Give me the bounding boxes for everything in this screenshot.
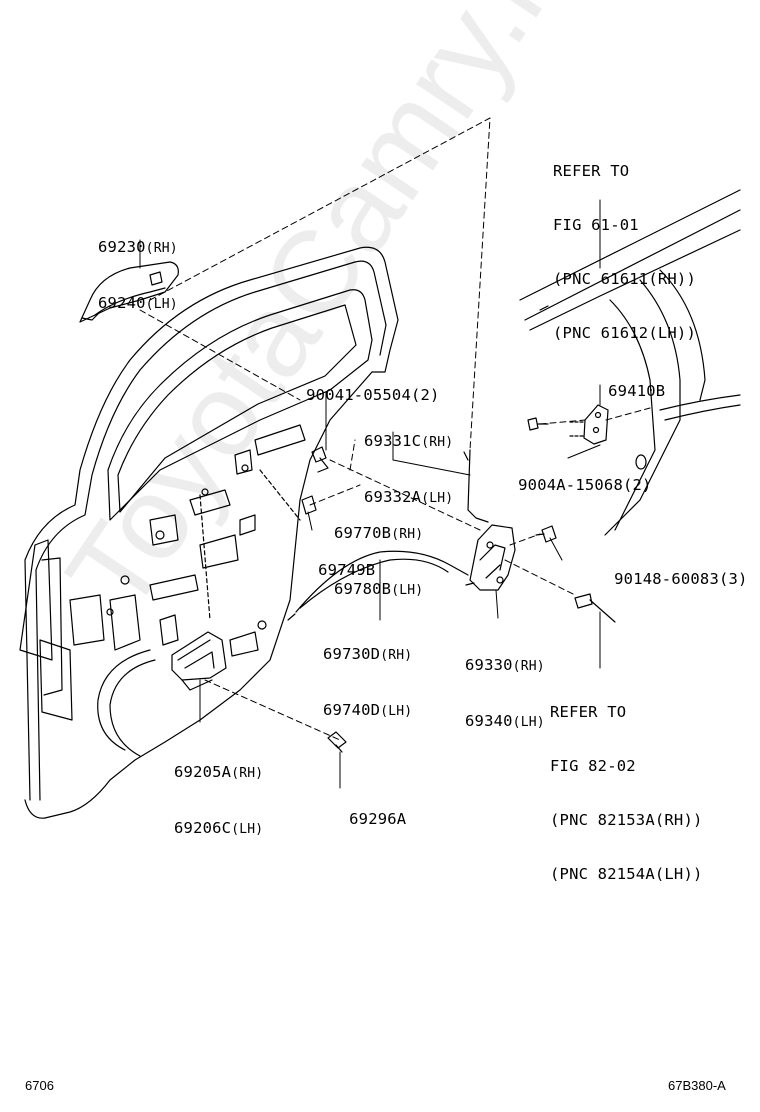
refer-line-1: REFER TO [550,703,627,721]
refer-line-2: FIG 82-02 [550,757,636,775]
refer-line-3: (PNC 61611(RH)) [553,270,696,288]
part-number: 69331C [364,432,422,450]
part-number: 69240 [98,294,146,312]
label-9004A: 9004A-15068(2) [480,458,652,512]
part-number: 69230 [98,238,146,256]
refer-line-2: FIG 61-01 [553,216,639,234]
part-number: 90148-60083(3) [614,570,748,588]
label-69230-69240: 69230(RH) 69240(LH) [98,202,178,350]
label-refer-fig-61: REFER TO FIG 61-01 (PNC 61611(RH)) (PNC … [553,126,696,378]
outside-door-handle [79,261,179,323]
side-tag: (LH) [512,715,545,730]
label-90148: 90148-60083(3) [576,552,748,606]
bolt-90041 [311,446,329,473]
label-90041: 90041-05504(2) [268,368,440,422]
footer-page-number: 6706 [25,1078,54,1093]
side-tag: (RH) [380,648,413,663]
label-refer-fig-82: REFER TO FIG 82-02 (PNC 82153A(RH)) (PNC… [550,667,703,919]
lock-rod [463,449,489,523]
part-number: 90041-05504(2) [306,386,440,404]
label-69331C-69332A: 69331C(RH) 69332A(LH) [364,396,453,544]
part-number: 69296A [349,810,407,828]
label-69205A-69206C: 69205A(RH) 69206C(LH) [174,727,263,875]
side-tag: (RH) [391,527,424,542]
label-69410B: 69410B [570,364,665,418]
side-tag: (RH) [421,435,454,450]
label-69730D-69740D: 69730D(RH) 69740D(LH) [323,609,412,757]
control-cables [287,550,616,623]
part-number: 69410B [608,382,666,400]
cable-clip-69749B [301,495,317,515]
part-number: 69780B [334,580,392,598]
rear-door-panel [19,246,399,819]
part-number: 69730D [323,645,381,663]
side-tag: (RH) [145,241,178,256]
label-69296A: 69296A [311,792,406,846]
part-number: 69206C [174,819,232,837]
side-tag: (LH) [391,583,424,598]
label-69749B: 69749B [280,543,375,597]
side-tag: (LH) [380,704,413,719]
label-69330-69340: 69330(RH) 69340(LH) [465,620,545,768]
part-number: 69340 [465,712,513,730]
side-tag: (RH) [231,766,264,781]
refer-line-1: REFER TO [553,162,630,180]
part-number: 69330 [465,656,513,674]
refer-line-3: (PNC 82153A(RH)) [550,811,703,829]
inside-door-handle [171,631,227,691]
refer-line-4: (PNC 61612(LH)) [553,324,696,342]
door-lock-assembly [465,524,516,591]
label-69770B-69780B: 69770B(RH) 69780B(LH) [334,488,423,636]
part-number: 69770B [334,524,392,542]
body-pillar [519,189,741,536]
part-number: 69332A [364,488,422,506]
part-number: 69749B [318,561,376,579]
footer-figure-code: 67B380-A [668,1078,726,1093]
side-tag: (RH) [512,659,545,674]
assembly-guide-lines [139,117,651,741]
side-tag: (LH) [231,822,264,837]
part-number: 69740D [323,701,381,719]
side-tag: (LH) [421,491,454,506]
refer-line-4: (PNC 82154A(LH)) [550,865,703,883]
side-tag: (LH) [145,297,178,312]
part-number: 69205A [174,763,232,781]
door-lock-striker [569,404,609,445]
screw-69296A [327,731,347,753]
label-leader-lines [139,199,601,789]
part-number: 9004A-15068(2) [518,476,652,494]
